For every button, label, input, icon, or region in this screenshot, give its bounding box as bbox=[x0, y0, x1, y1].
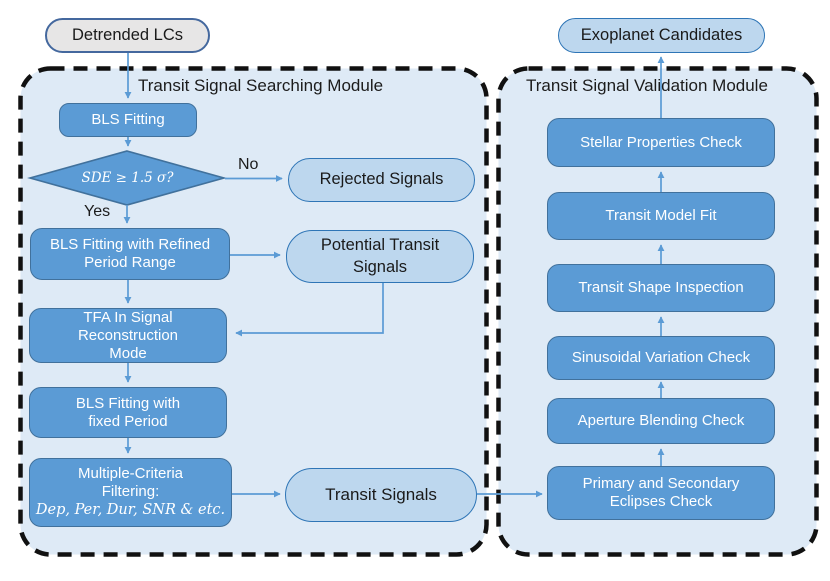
step-bls-fitting: BLS Fitting bbox=[59, 103, 197, 137]
pill-potential-transit-signals: Potential Transit Signals bbox=[286, 230, 474, 283]
validation-module-title: Transit Signal Validation Module bbox=[526, 76, 768, 95]
check-sinusoidal-variation: Sinusoidal Variation Check bbox=[547, 336, 775, 380]
start-node-detrended-lcs: Detrended LCs bbox=[45, 18, 210, 53]
step-fixed-period-bls-label: BLS Fitting with fixed Period bbox=[75, 394, 181, 430]
branch-no-label: No bbox=[238, 156, 259, 173]
check-transit-shape: Transit Shape Inspection bbox=[547, 264, 775, 312]
start-node-label: Detrended LCs bbox=[72, 25, 183, 44]
flow-arrows bbox=[123, 52, 665, 498]
filtering-line2: Filtering: bbox=[101, 483, 160, 501]
result-node-exoplanet-candidates: Exoplanet Candidates bbox=[558, 18, 765, 53]
check-sinusoidal-variation-label: Sinusoidal Variation Check bbox=[571, 349, 751, 366]
arrow-potential-to-tfa bbox=[235, 283, 384, 337]
step-tfa-reconstruction-label: TFA In Signal Reconstruction Mode bbox=[77, 308, 179, 362]
filtering-criteria: Dep, Per, Dur, SNR & etc. bbox=[35, 502, 226, 519]
step-refined-bls: BLS Fitting with Refined Period Range bbox=[30, 228, 230, 280]
check-aperture-blending: Aperture Blending Check bbox=[547, 398, 775, 444]
check-primary-secondary-eclipses-label: Primary and Secondary Eclipses Check bbox=[582, 475, 740, 510]
filtering-line1: Multiple-Criteria bbox=[77, 465, 184, 483]
check-stellar-properties-label: Stellar Properties Check bbox=[580, 133, 742, 151]
pill-rejected-signals-label: Rejected Signals bbox=[319, 170, 444, 189]
check-transit-model-fit-label: Transit Model Fit bbox=[605, 207, 717, 224]
pill-rejected-signals: Rejected Signals bbox=[288, 158, 475, 202]
step-fixed-period-bls: BLS Fitting with fixed Period bbox=[29, 387, 227, 438]
step-multiple-criteria-filtering: Multiple-Criteria Filtering: Dep, Per, D… bbox=[29, 458, 232, 527]
step-refined-bls-label: BLS Fitting with Refined Period Range bbox=[49, 236, 211, 271]
check-stellar-properties: Stellar Properties Check bbox=[547, 118, 775, 167]
result-node-label: Exoplanet Candidates bbox=[580, 25, 743, 44]
check-primary-secondary-eclipses: Primary and Secondary Eclipses Check bbox=[547, 466, 775, 520]
pill-transit-signals: Transit Signals bbox=[285, 468, 477, 522]
step-tfa-reconstruction: TFA In Signal Reconstruction Mode bbox=[29, 308, 227, 363]
decision-label: SDE ≥ 1.5 σ? bbox=[81, 170, 174, 186]
check-transit-shape-label: Transit Shape Inspection bbox=[578, 279, 744, 296]
searching-module-title: Transit Signal Searching Module bbox=[138, 76, 384, 95]
check-aperture-blending-label: Aperture Blending Check bbox=[577, 412, 745, 429]
check-transit-model-fit: Transit Model Fit bbox=[547, 192, 775, 240]
branch-yes-label: Yes bbox=[84, 203, 111, 220]
step-bls-fitting-label: BLS Fitting bbox=[91, 111, 165, 128]
pill-transit-signals-label: Transit Signals bbox=[325, 484, 437, 504]
pill-potential-transit-signals-label: Potential Transit Signals bbox=[320, 236, 440, 276]
